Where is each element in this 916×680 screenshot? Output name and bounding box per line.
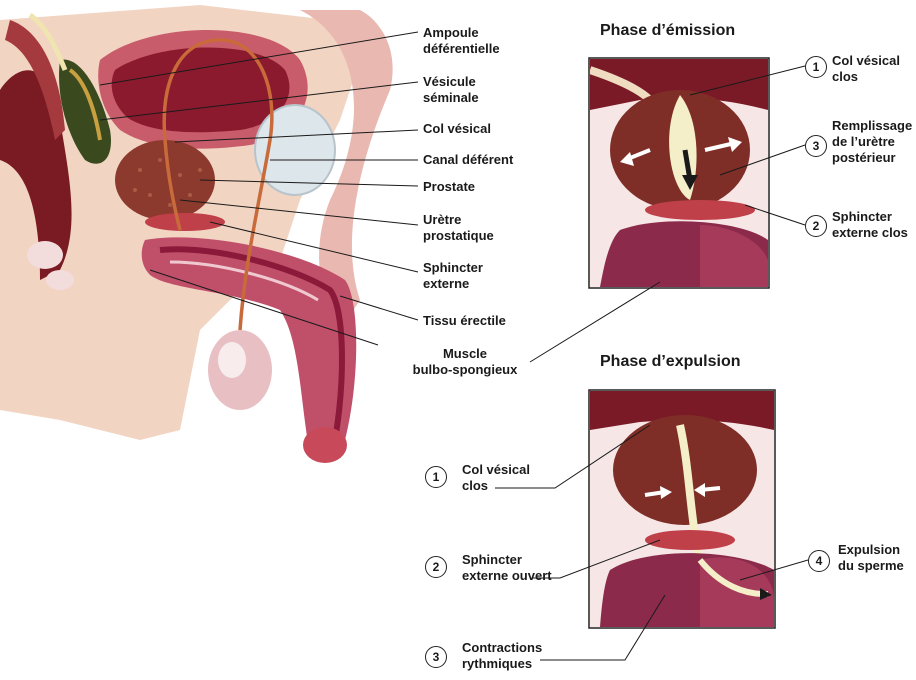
expulsion-callout-contractions: Contractions rythmiques: [462, 640, 542, 672]
label-line: Muscle: [400, 346, 530, 362]
label-sphincter-externe: Sphincter externe: [423, 260, 483, 292]
label-line: postérieur: [832, 150, 912, 166]
label-line: Sphincter: [832, 209, 908, 225]
label-muscle-bulbo-spongieux: Muscle bulbo-spongieux: [400, 346, 530, 378]
label-tissu-erectile: Tissu érectile: [423, 313, 506, 329]
label-line: Ampoule: [423, 25, 500, 41]
label-line: Prostate: [423, 179, 475, 195]
label-line: Sphincter: [423, 260, 483, 276]
label-line: bulbo-spongieux: [400, 362, 530, 378]
callout-number: 3: [425, 646, 447, 668]
label-line: séminale: [423, 90, 479, 106]
label-line: Expulsion: [838, 542, 904, 558]
expulsion-panel: [589, 390, 775, 628]
label-line: Contractions: [462, 640, 542, 656]
label-line: de l’urètre: [832, 134, 912, 150]
emission-callout-remplissage: Remplissage de l’urètre postérieur: [832, 118, 912, 166]
label-line: externe: [423, 276, 483, 292]
emission-callout-col-vesical: Col vésical clos: [832, 53, 900, 85]
external-sphincter: [145, 213, 225, 231]
label-line: clos: [462, 478, 530, 494]
label-canal-deferent: Canal déférent: [423, 152, 513, 168]
callout-number: 4: [808, 550, 830, 572]
label-ampoule-deferentielle: Ampoule déférentielle: [423, 25, 500, 57]
label-line: Canal déférent: [423, 152, 513, 168]
label-line: Remplissage: [832, 118, 912, 134]
label-prostate: Prostate: [423, 179, 475, 195]
label-col-vesical: Col vésical: [423, 121, 491, 137]
label-line: externe clos: [832, 225, 908, 241]
emission-title: Phase d’émission: [600, 22, 735, 40]
label-line: Col vésical: [462, 462, 530, 478]
callout-number: 3: [805, 135, 827, 157]
expulsion-title: Phase d’expulsion: [600, 353, 740, 371]
label-line: rythmiques: [462, 656, 542, 672]
label-line: externe ouvert: [462, 568, 552, 584]
label-line: Col vésical: [832, 53, 900, 69]
callout-number: 1: [805, 56, 827, 78]
label-uretre-prostatique: Urètre prostatique: [423, 212, 494, 244]
label-line: Vésicule: [423, 74, 479, 90]
label-vesicule-seminale: Vésicule séminale: [423, 74, 479, 106]
main-anatomy: [0, 5, 393, 463]
label-line: Col vésical: [423, 121, 491, 137]
label-line: du sperme: [838, 558, 904, 574]
emission-callout-sphincter: Sphincter externe clos: [832, 209, 908, 241]
callout-number: 2: [805, 215, 827, 237]
glans: [303, 427, 347, 463]
emission-panel: [589, 58, 769, 288]
label-line: prostatique: [423, 228, 494, 244]
label-line: déférentielle: [423, 41, 500, 57]
label-line: Sphincter: [462, 552, 552, 568]
callout-number: 2: [425, 556, 447, 578]
expulsion-callout-sphincter: Sphincter externe ouvert: [462, 552, 552, 584]
label-line: clos: [832, 69, 900, 85]
label-line: Tissu érectile: [423, 313, 506, 329]
expulsion-callout-col-vesical: Col vésical clos: [462, 462, 530, 494]
label-line: Urètre: [423, 212, 494, 228]
expulsion-callout-expulsion: Expulsion du sperme: [838, 542, 904, 574]
callout-number: 1: [425, 466, 447, 488]
